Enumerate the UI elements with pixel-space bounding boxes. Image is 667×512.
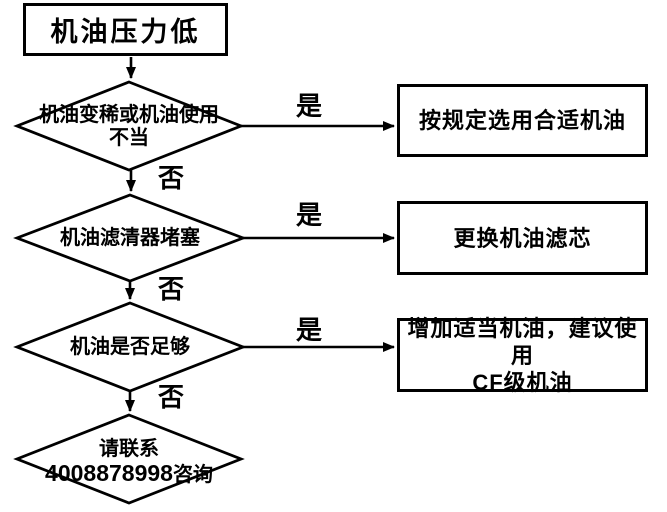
decision1-line2: 不当 <box>109 127 149 149</box>
contact-phone-number: 4008878998 <box>45 460 173 486</box>
action-node-select-oil: 按规定选用合适机油 <box>397 84 648 157</box>
contact-line1: 请联系 <box>99 438 159 460</box>
oil-grade-suffix: 级机油 <box>503 369 573 395</box>
decision1-label: 机油变稀或机油使用 不当 <box>18 104 240 150</box>
action-node-add-oil: 增加适当机油，建议使用 CF级机油 <box>397 316 648 395</box>
yes-label-1: 是 <box>295 92 322 121</box>
yes-label-3: 是 <box>295 316 322 345</box>
action-node-line2: CF级机油 <box>400 369 645 396</box>
action-node-replace-filter: 更换机油滤芯 <box>397 201 648 275</box>
action-node-label: 更换机油滤芯 <box>453 225 592 251</box>
contact-label: 请联系 4008878998咨询 <box>18 437 240 487</box>
no-label-2: 否 <box>157 275 184 304</box>
start-node-label: 机油压力低 <box>50 17 201 47</box>
yes-label-2: 是 <box>295 201 322 230</box>
decision1-line1: 机油变稀或机油使用 <box>39 104 219 126</box>
decision-diamond-oil-thinned <box>13 80 245 172</box>
contact-diamond <box>13 413 245 505</box>
oil-grade-code: CF <box>472 369 504 395</box>
action-node-text: 增加适当机油，建议使用 CF级机油 <box>400 315 645 396</box>
action-node-line1: 增加适当机油，建议使用 <box>407 315 638 368</box>
no-label-3: 否 <box>157 383 184 412</box>
start-node: 机油压力低 <box>23 3 228 56</box>
decision3-label: 机油是否足够 <box>70 336 190 358</box>
contact-line2: 4008878998咨询 <box>18 461 240 487</box>
no-label-1: 否 <box>157 164 184 193</box>
decision2-label: 机油滤清器堵塞 <box>60 227 200 249</box>
action-node-label: 按规定选用合适机油 <box>418 108 626 133</box>
contact-line2-suffix: 咨询 <box>172 464 213 486</box>
